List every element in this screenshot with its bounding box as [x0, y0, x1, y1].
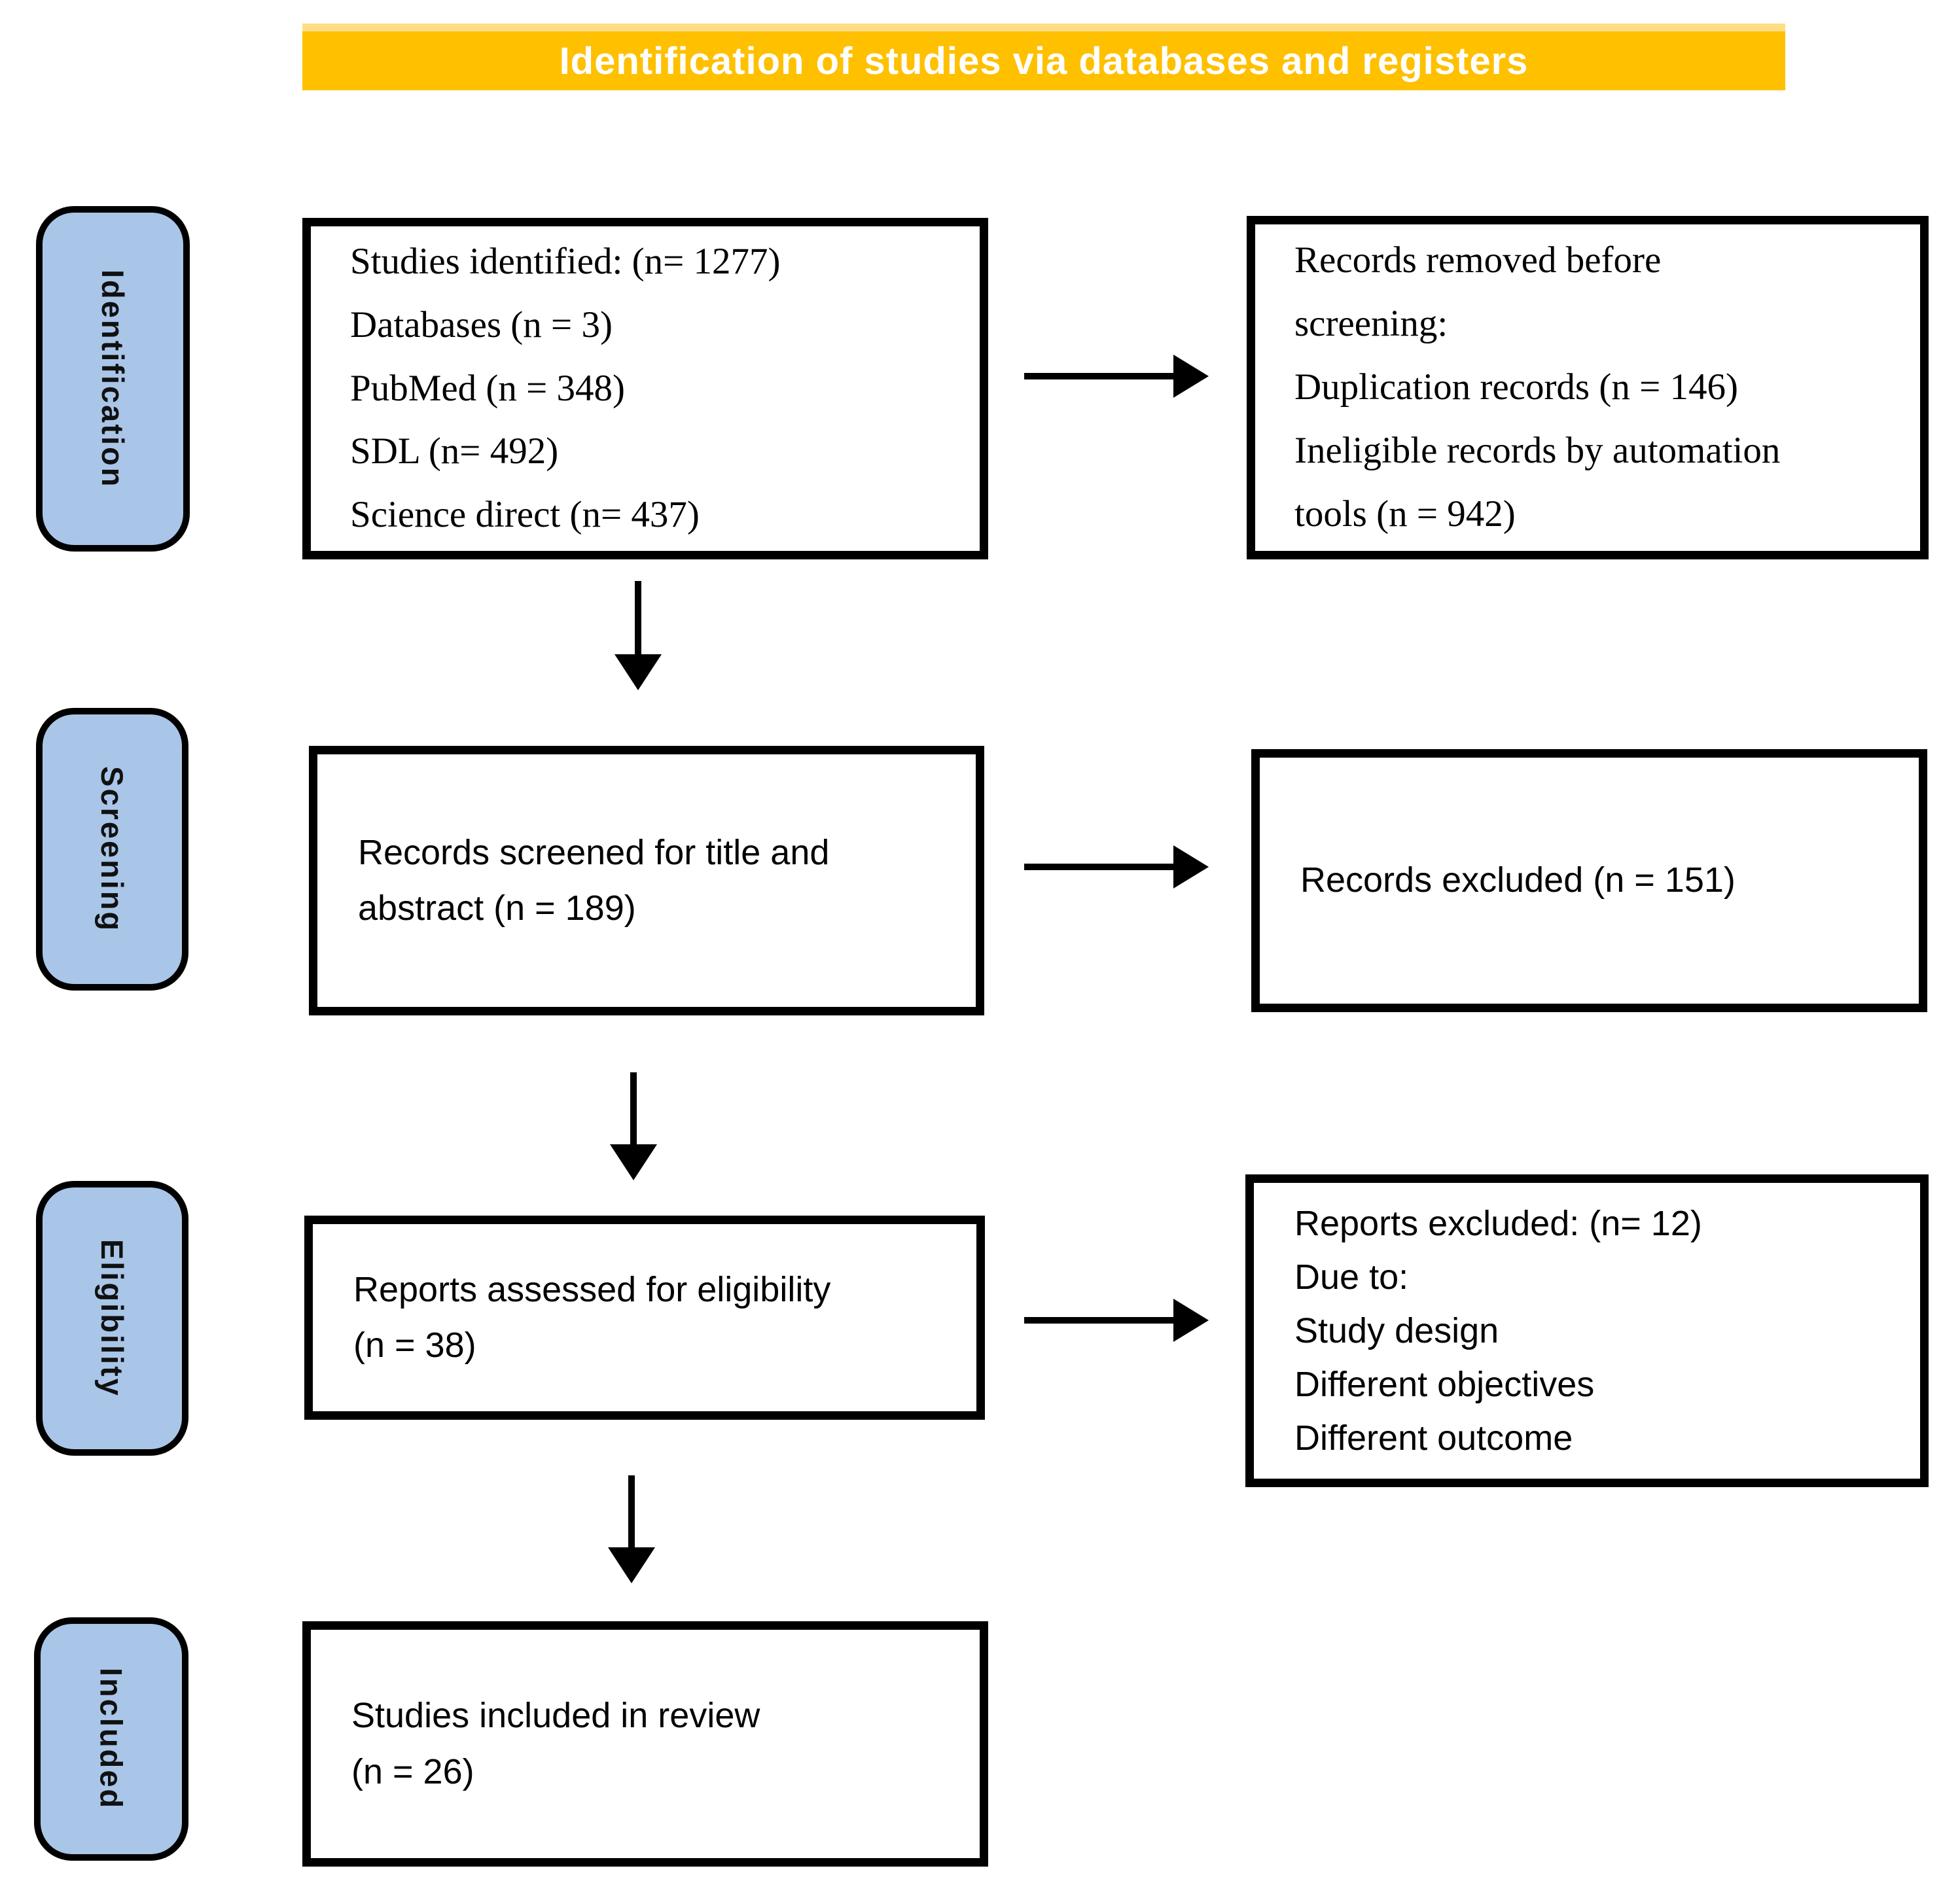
box-text-line: Due to: [1294, 1257, 1409, 1297]
stage-label-included: Included [34, 1617, 188, 1861]
banner-title-text: Identification of studies via databases … [559, 39, 1529, 82]
box-text-line: Different outcome [1294, 1418, 1573, 1458]
stage-label-text: Included [94, 1668, 129, 1810]
arrow-screened-to-assessed-icon [630, 1072, 637, 1144]
box-text-line: PubMed (n = 348) [350, 367, 626, 409]
box-text-line: abstract (n = 189) [358, 888, 636, 928]
box-text-line: Reports excluded: (n= 12) [1294, 1203, 1702, 1243]
box-text-line: Science direct (n= 437) [350, 494, 700, 536]
box-text-line: Duplication records (n = 146) [1294, 366, 1738, 408]
stage-label-screening: Screening [36, 708, 188, 991]
stage-label-eligibility: Eligibility [36, 1181, 188, 1456]
arrow-assessed-to-included-icon [628, 1475, 635, 1547]
box-text-line: Studies included in review [351, 1696, 760, 1736]
arrow-screened-to-excluded-icon [1024, 864, 1173, 870]
box-text-line: Studies identified: (n= 1277) [350, 240, 781, 282]
stage-label-identification: Identification [36, 206, 190, 552]
box-text-line: Databases (n = 3) [350, 304, 613, 345]
box-text-line: Records removed before [1294, 239, 1662, 281]
box-text-line: Records excluded (n = 151) [1300, 860, 1736, 900]
box-text-line: screening: [1294, 303, 1448, 345]
box-text-line: Different objectives [1294, 1365, 1595, 1405]
box-records-screened: Records screened for title and abstract … [309, 746, 984, 1015]
box-text-line: (n = 26) [351, 1751, 474, 1791]
box-records-excluded: Records excluded (n = 151) [1251, 749, 1927, 1012]
box-text-line: (n = 38) [353, 1326, 476, 1365]
arrow-assessed-to-reports-excluded-icon [1024, 1317, 1173, 1324]
box-text-line: SDL (n= 492) [350, 431, 559, 472]
box-text-line: Ineligible records by automation [1294, 429, 1781, 471]
box-studies-included: Studies included in review (n = 26) [302, 1621, 988, 1867]
box-text-line: Reports assessed for eligibility [353, 1269, 831, 1309]
stage-label-text: Identification [96, 269, 130, 489]
box-reports-assessed: Reports assessed for eligibility (n = 38… [304, 1216, 985, 1420]
stage-label-text: Eligibility [95, 1239, 130, 1398]
stage-label-text: Screening [95, 765, 130, 933]
arrow-identified-to-removed-icon [1024, 373, 1173, 379]
box-text-line: Records screened for title and [358, 832, 830, 872]
arrow-identified-to-screened-icon [635, 581, 641, 654]
box-text-line: Study design [1294, 1310, 1499, 1350]
box-reports-excluded: Reports excluded: (n= 12) Due to: Study … [1245, 1174, 1929, 1487]
box-text-line: tools (n = 942) [1294, 493, 1516, 535]
banner-title: Identification of studies via databases … [302, 24, 1785, 90]
box-studies-identified: Studies identified: (n= 1277) Databases … [302, 218, 988, 559]
box-records-removed: Records removed before screening: Duplic… [1247, 216, 1929, 559]
